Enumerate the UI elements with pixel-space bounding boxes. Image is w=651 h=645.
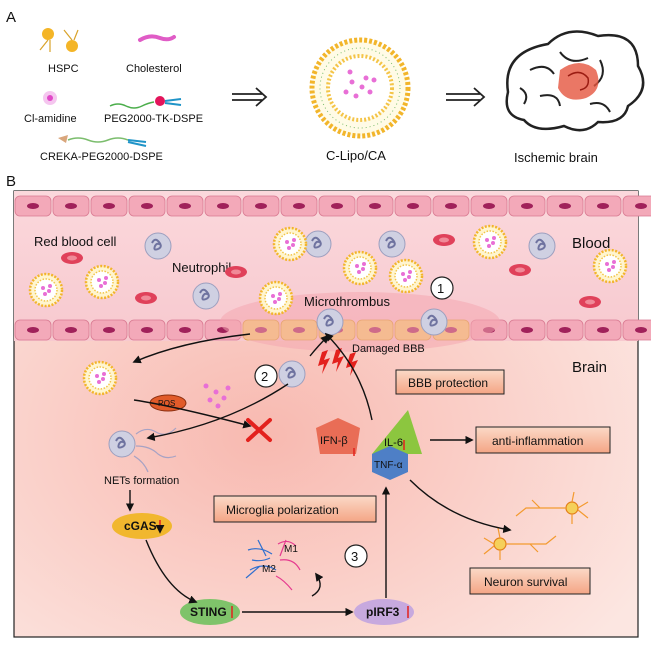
bbb-protection-box (395, 369, 505, 395)
neuron-survival-label: Neuron survival (484, 575, 567, 589)
creka-peg-dspe-icon (58, 135, 147, 147)
step-1-number: 1 (437, 281, 444, 296)
pathway-arrows (125, 332, 512, 617)
cell-nucleus (521, 327, 533, 333)
cell-nucleus (445, 203, 457, 209)
brain-label: Ischemic brain (514, 150, 598, 165)
cell-nucleus (179, 327, 191, 333)
endothelium-top (14, 195, 651, 217)
damage-icon (318, 348, 358, 376)
cell-nucleus (179, 203, 191, 209)
panel-b-label: B (6, 173, 16, 190)
cell-nucleus (407, 203, 419, 209)
blood-label: Blood (572, 235, 610, 252)
il6-node (372, 410, 422, 454)
neutrophil-label: Neutrophil (172, 260, 231, 275)
anti-inflammation-box (475, 426, 611, 454)
tnf-alpha-label: TNF-α (374, 460, 403, 471)
il6-label: IL-6 (384, 437, 403, 449)
cell-nucleus (559, 327, 571, 333)
cell-nucleus (521, 203, 533, 209)
cell-nucleus (103, 203, 115, 209)
neuron-icon (483, 491, 589, 560)
cholesterol-icon (138, 34, 176, 42)
m2-label: M2 (262, 564, 276, 575)
liposome-icon (309, 37, 411, 139)
peg-tk-dspe-label: PEG2000-TK-DSPE (104, 113, 203, 125)
tnf-alpha-node (372, 446, 408, 480)
creka-peg-dspe-label: CREKA-PEG2000-DSPE (40, 151, 163, 163)
cell-nucleus (331, 203, 343, 209)
panel-a-label: A (6, 9, 16, 26)
step-2-marker (254, 364, 278, 388)
sting-node (180, 599, 240, 625)
ros-label: ROS (158, 399, 175, 408)
step-3-number: 3 (351, 549, 358, 564)
cell-nucleus (141, 327, 153, 333)
cell-nucleus (635, 327, 647, 333)
nanoparticle-label: C-Lipo/CA (326, 148, 386, 163)
cl-amidine-release (203, 383, 231, 409)
neutrophil (278, 360, 306, 388)
cholesterol-label: Cholesterol (126, 63, 182, 75)
cell-nucleus (27, 327, 39, 333)
nets-formation-label: NETs formation (104, 475, 179, 487)
brain-icon (505, 30, 645, 132)
pirf3-node (354, 599, 414, 625)
cell-nucleus (27, 203, 39, 209)
cell-nucleus (141, 203, 153, 209)
arrow-icon (232, 87, 486, 107)
cell-nucleus (483, 203, 495, 209)
ifn-beta-node (316, 418, 360, 454)
microthrombus-region (220, 292, 500, 352)
neutrophil (316, 308, 344, 336)
cl-amidine-icon (43, 91, 57, 105)
microglia-polarization-label: Microglia polarization (226, 503, 339, 517)
cell-nucleus (559, 203, 571, 209)
brain-region-label: Brain (572, 359, 607, 376)
cell-nucleus (217, 203, 229, 209)
hspc-label: HSPC (48, 63, 79, 75)
m1-label: M1 (284, 544, 298, 555)
step-2-number: 2 (261, 369, 268, 384)
step-3-marker (344, 544, 368, 568)
cell-nucleus (65, 327, 77, 333)
bbb-protection-label: BBB protection (408, 376, 488, 390)
anti-inflammation-label: anti-inflammation (492, 434, 583, 448)
cl-amidine-label: Cl-amidine (24, 113, 77, 125)
microthrombus-label: Microthrombus (304, 294, 390, 309)
ifn-beta-label: IFN-β (320, 435, 348, 447)
microglia-icon (245, 539, 301, 591)
cell-nucleus (293, 203, 305, 209)
step-1-marker (430, 276, 454, 300)
hspc-icon (39, 28, 79, 52)
neuron-survival-box (469, 567, 591, 595)
cell-nucleus (255, 203, 267, 209)
inhibition-x-icon (246, 418, 272, 442)
cell-nucleus (635, 203, 647, 209)
microglia-polarization-box (213, 495, 377, 523)
cell-nucleus (103, 327, 115, 333)
neutrophil (420, 308, 448, 336)
cell-nucleus (65, 203, 77, 209)
cell-nucleus (597, 327, 609, 333)
cell-nucleus (369, 203, 381, 209)
pirf3-label: pIRF3 (366, 605, 400, 619)
sting-label: STING (190, 605, 227, 619)
nets-neutrophil-icon (108, 427, 177, 473)
cgas-label: cGAS (124, 519, 157, 533)
cell-nucleus (597, 203, 609, 209)
liposome (82, 360, 118, 396)
red-blood-cell-label: Red blood cell (34, 234, 116, 249)
damaged-bbb-label: Damaged BBB (352, 343, 425, 355)
peg-tk-dspe-icon (109, 96, 182, 109)
